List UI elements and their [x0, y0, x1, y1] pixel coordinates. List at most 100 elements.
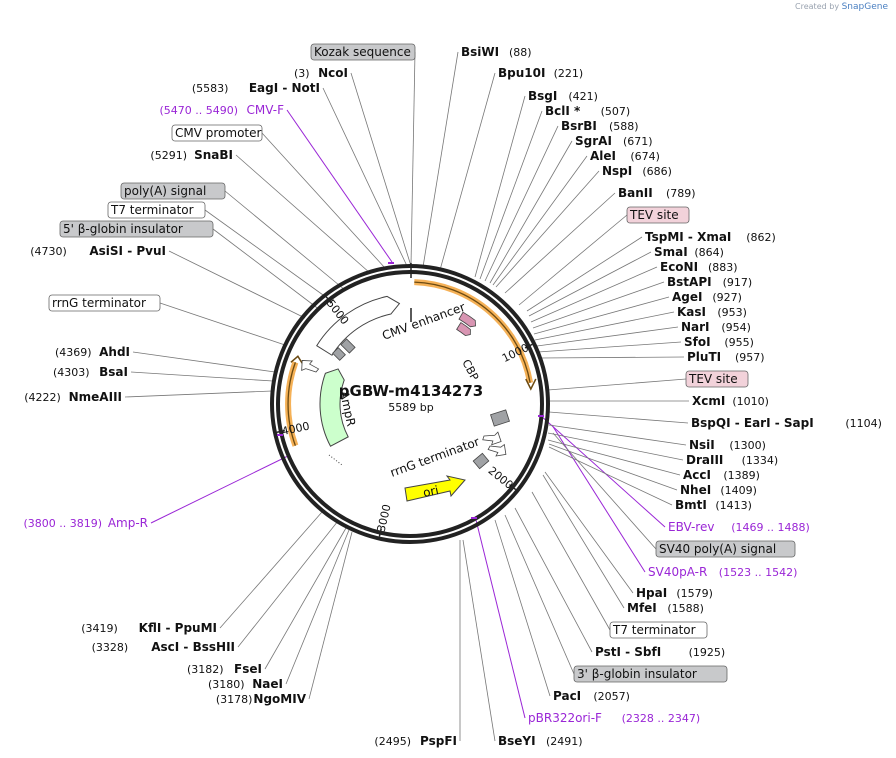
label-smai-49[interactable]: SmaI(864) — [654, 245, 724, 259]
label-psti-sbfi-27[interactable]: PstI - SbfI(1925) — [595, 645, 725, 659]
label-paci-25[interactable]: PacI(2057) — [553, 689, 630, 703]
label-hpai-30[interactable]: HpaI(1579) — [636, 586, 713, 600]
label-snabi-7[interactable]: (5291)SnaBI — [150, 148, 233, 162]
label-nhei-35-name: NheI — [680, 483, 711, 497]
cbp-feature — [458, 311, 476, 328]
label-naei-20[interactable]: (3180)NaeI — [208, 677, 283, 691]
label-ngomiv-21[interactable]: (3178)NgoMIV — [216, 692, 307, 706]
label-ncoi-3-leader — [350, 72, 412, 267]
label-bsai-14[interactable]: (4303)BsaI — [53, 365, 128, 379]
label-bcli-57-name: BclI * — [545, 104, 581, 118]
label-tev-site-41-box — [685, 370, 749, 388]
label-poly-a-signal-8[interactable]: poly(A) signal — [120, 182, 226, 200]
rrng-terminator-label: rrnG terminator — [388, 435, 481, 480]
label-bspqi-eari-sapi-39[interactable]: BspQI - EarI - SapI(1104) — [691, 416, 882, 430]
label-pbr322ori-f-24[interactable]: pBR322ori-F(2328 .. 2347) — [528, 711, 700, 725]
label-tev-site-51[interactable]: TEV site — [626, 206, 690, 224]
label-nmeaiii-15-name: NmeAIII — [69, 390, 122, 404]
cbp-label: CBP — [459, 357, 481, 383]
label-kasi-45[interactable]: KasI(953) — [677, 305, 747, 319]
label-sfoi-43-name: SfoI — [684, 335, 711, 349]
label-ebv-rev-33-leader — [539, 414, 666, 528]
label-acci-36-leader — [547, 439, 681, 476]
label-ebv-rev-33[interactable]: EBV-rev(1469 .. 1488) — [668, 520, 810, 534]
label-amp-r-16[interactable]: (3800 .. 3819)Amp-R — [23, 516, 148, 530]
label-asci-bsshii-18[interactable]: (3328)AscI - BssHII — [92, 640, 235, 654]
label-banii-52[interactable]: BanII(789) — [618, 186, 696, 200]
label-bsrbi-56[interactable]: BsrBI(588) — [561, 119, 639, 133]
label-5-globin-insulator-10[interactable]: 5' β-globin insulator — [59, 220, 214, 238]
tick-mark-5000 — [325, 296, 332, 304]
label-asisi-pvui-11[interactable]: (4730)AsiSI - PvuI — [30, 244, 166, 258]
label-naei-20-name: NaeI — [252, 677, 283, 691]
label-agei-46-name: AgeI — [672, 290, 702, 304]
label-poly-a-signal-8-leader — [224, 190, 346, 291]
label-sfoi-43[interactable]: SfoI(955) — [684, 335, 754, 349]
label-bsiwi-1[interactable]: BsiWI(88) — [461, 45, 532, 59]
label-acci-36-position: (1389) — [723, 469, 760, 482]
label-asisi-pvui-11-name: AsiSI - PvuI — [89, 244, 166, 258]
label-cmv-promoter-6[interactable]: CMV promoter — [171, 124, 263, 142]
label-bstapi-47[interactable]: BstAPI(917) — [667, 275, 752, 289]
label-snabi-7-position: (5291) — [150, 149, 187, 162]
label-banii-52-name: BanII — [618, 186, 653, 200]
label-kfli-ppumi-17[interactable]: (3419)KflI - PpuMI — [81, 621, 217, 635]
label-rrng-terminator-12[interactable]: rrnG terminator — [48, 294, 161, 312]
label-poly-a-signal-8-name: poly(A) signal — [124, 184, 206, 198]
label-nari-44[interactable]: NarI(954) — [681, 320, 751, 334]
label-bseyi-23[interactable]: BseYI (2491) — [498, 734, 583, 748]
white-feature-arrow-2 — [301, 360, 320, 373]
label-paci-25-name: PacI — [553, 689, 581, 703]
label-ncoi-3[interactable]: (3)NcoI — [294, 66, 348, 80]
label-tev-site-51-name: TEV site — [629, 208, 679, 222]
label-econi-48[interactable]: EcoNI(883) — [660, 260, 738, 274]
label-ebv-rev-33-name: EBV-rev — [668, 520, 714, 534]
label-3-globin-insulator-26[interactable]: 3' β-globin insulator — [573, 665, 728, 683]
label-tev-site-41[interactable]: TEV site — [685, 370, 749, 388]
label-sgrai-55[interactable]: SgrAI(671) — [575, 134, 653, 148]
label-pspfi-22-position: (2495) — [374, 735, 411, 748]
label-cmv-f-5-name: CMV-F — [247, 103, 285, 117]
label-pluti-42[interactable]: PluTI(957) — [687, 350, 765, 364]
label-econi-48-position: (883) — [708, 261, 738, 274]
label-nsii-38-position: (1300) — [729, 439, 766, 452]
label-xcmi-40-position: (1010) — [732, 395, 769, 408]
label-draiii-37[interactable]: DraIII(1334) — [686, 453, 778, 467]
label-acci-36[interactable]: AccI (1389) — [683, 468, 760, 482]
label-pspfi-22[interactable]: (2495)PspFI — [374, 734, 457, 748]
label-t7-terminator-9[interactable]: T7 terminator — [107, 201, 206, 219]
label-sv40pa-r-31[interactable]: SV40pA-R(1523 .. 1542) — [648, 565, 797, 579]
label-sv40-poly-a-signal-32[interactable]: SV40 poly(A) signal — [655, 540, 796, 558]
label-mfei-29[interactable]: MfeI(1588) — [627, 601, 704, 615]
label-nsii-38-leader — [548, 424, 687, 446]
label-acci-36-name: AccI — [683, 468, 711, 482]
label-eagi-noti-4[interactable]: (5583)EagI - NotI — [192, 81, 320, 95]
label-nhei-35[interactable]: NheI(1409) — [680, 483, 757, 497]
label-agei-46[interactable]: AgeI(927) — [672, 290, 742, 304]
label-nsii-38[interactable]: NsiI(1300) — [689, 438, 766, 452]
label-ahdi-13[interactable]: (4369)AhdI — [55, 345, 130, 359]
label-t7-terminator-28[interactable]: T7 terminator — [609, 621, 708, 639]
label-bcli-57[interactable]: BclI *(507) — [545, 104, 630, 118]
label-nari-44-name: NarI — [681, 320, 710, 334]
label-bsgi-58[interactable]: BsgI(421) — [528, 89, 598, 103]
label-nmeaiii-15[interactable]: (4222)NmeAIII — [24, 390, 122, 404]
label-nspi-53[interactable]: NspI(686) — [602, 164, 672, 178]
label-kozak-sequence-0[interactable]: Kozak sequence — [310, 43, 416, 61]
label-xcmi-40[interactable]: XcmI(1010) — [692, 394, 769, 408]
label-pluti-42-position: (957) — [735, 351, 765, 364]
label-alei-54[interactable]: AleI(674) — [590, 149, 660, 163]
label-bmti-34[interactable]: BmtI(1413) — [675, 498, 752, 512]
label-bsai-14-leader — [130, 371, 274, 382]
label-pbr322ori-f-24-leader — [475, 519, 526, 719]
label-bseyi-23-leader — [462, 539, 496, 742]
label-fsei-19[interactable]: (3182)FseI — [187, 662, 262, 676]
gray-feature-block-0 — [490, 409, 510, 427]
label-cmv-f-5[interactable]: (5470 .. 5490)CMV-F — [159, 103, 284, 117]
label-bseyi-23-position: (2491) — [546, 735, 583, 748]
label-bseyi-23-name: BseYI — [498, 734, 536, 748]
label-mfei-29-leader — [542, 474, 625, 609]
label-bpu10i-2[interactable]: Bpu10I(221) — [498, 66, 583, 80]
label-tspmi-xmai-50[interactable]: TspMI - XmaI(862) — [645, 230, 776, 244]
ampr-arrow — [319, 368, 349, 447]
